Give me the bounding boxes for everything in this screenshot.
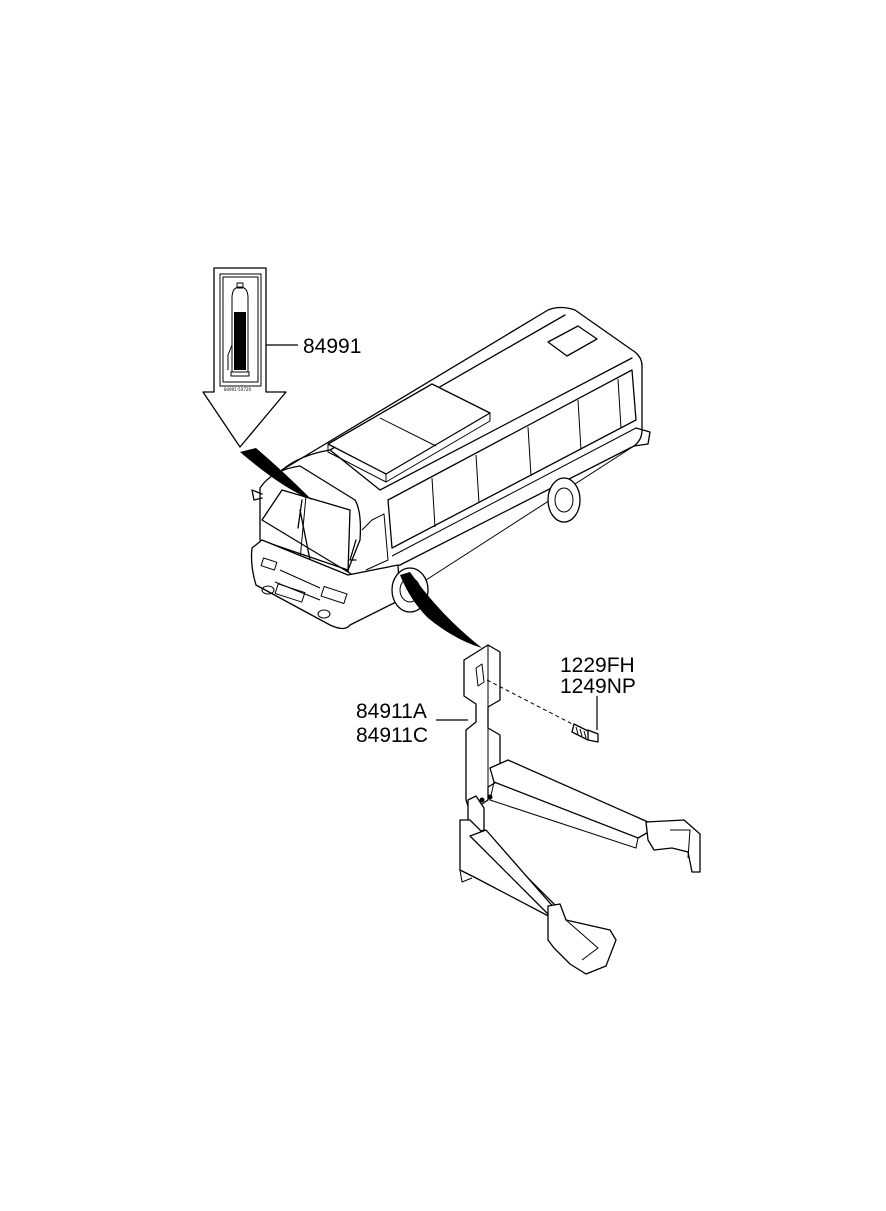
sticker-code: 84991-5X720 bbox=[224, 387, 252, 392]
extinguisher-icon bbox=[227, 282, 250, 377]
callout-sticker-location bbox=[240, 448, 312, 500]
label-1229fh: 1229FH bbox=[560, 654, 635, 677]
callout-bracket-location bbox=[400, 572, 482, 648]
bolt-centerline bbox=[486, 679, 581, 729]
bolt bbox=[571, 723, 599, 743]
label-84911c: 84911C bbox=[356, 724, 428, 747]
fire-extinguisher-sticker: 84991-5X720 bbox=[202, 267, 287, 448]
label-1249np: 1249NP bbox=[560, 675, 636, 698]
label-84991: 84991 bbox=[303, 335, 361, 358]
label-84911a: 84911A bbox=[356, 700, 427, 723]
minibus bbox=[250, 306, 651, 630]
extinguisher-bracket bbox=[459, 644, 701, 975]
